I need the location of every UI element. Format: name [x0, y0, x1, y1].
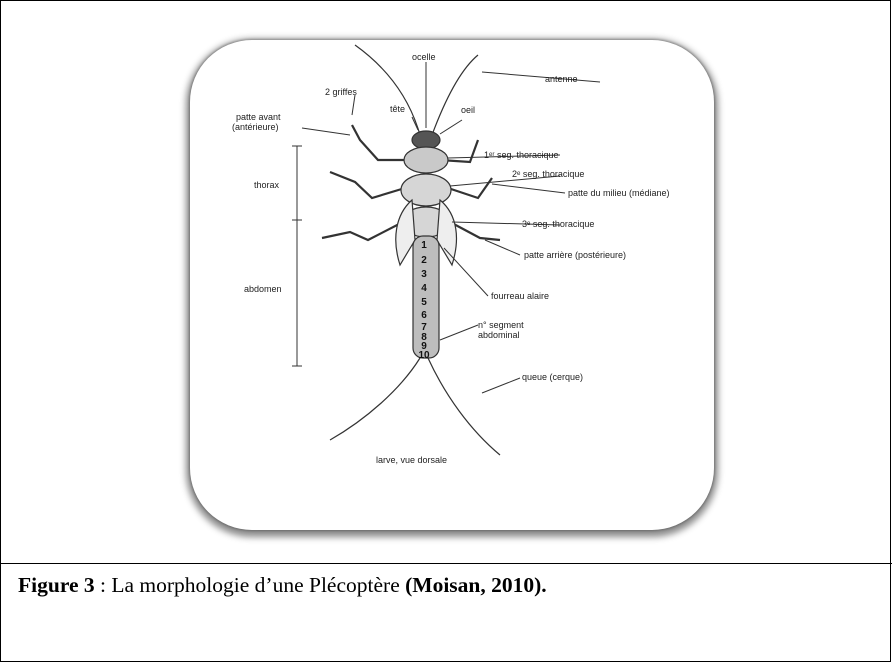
hind-leg-right — [450, 222, 500, 240]
middle-leg-right — [448, 178, 492, 198]
label-queue-cerque: queue (cerque) — [522, 372, 583, 382]
front-leg-left — [352, 125, 412, 160]
region-brackets — [292, 146, 302, 366]
head — [412, 131, 440, 149]
label-abdominal: abdominal — [478, 330, 520, 340]
label-2-griffes: 2 griffes — [325, 87, 357, 97]
label-seg3-thoracique: 3ᵉ seg. thoracique — [522, 219, 594, 229]
wing-pad-left — [396, 200, 415, 265]
hind-leg-left — [322, 222, 403, 240]
label-thorax: thorax — [254, 180, 280, 190]
label-oeil: oeil — [461, 105, 475, 115]
label-n-segment: n° segment — [478, 320, 524, 330]
label-antenne: antenne — [545, 74, 578, 84]
label-ocelle: ocelle — [412, 52, 436, 62]
segment-number-2: 2 — [421, 255, 427, 266]
caption-separator: : — [95, 573, 112, 597]
segment-number-3: 3 — [421, 269, 427, 280]
label-larve-vue-dorsale: larve, vue dorsale — [376, 455, 447, 465]
figure-caption: Figure 3 : La morphologie d’une Plécoptè… — [18, 573, 547, 598]
wing-pad-right — [437, 200, 456, 265]
label-seg2-thoracique: 2ᵉ seg. thoracique — [512, 169, 584, 179]
left-cercus — [330, 358, 420, 440]
middle-leg-left — [330, 172, 405, 198]
segment-number-6: 6 — [421, 310, 427, 321]
figure-label: Figure 3 — [18, 573, 95, 597]
label-fourreau-alaire: fourreau alaire — [491, 291, 549, 301]
thorax-segment-1 — [404, 147, 448, 173]
label-patte-avant: patte avant — [236, 112, 281, 122]
label-patte-milieu: patte du milieu (médiane) — [568, 188, 670, 198]
label-patte-avant-anterieure: (antérieure) — [232, 122, 279, 132]
plecoptera-diagram: 1 2 3 4 5 6 7 8 9 10 ocelle antenne 2 gr… — [0, 0, 892, 563]
segment-number-5: 5 — [421, 297, 427, 308]
caption-text: La morphologie d’une Plécoptère — [111, 573, 405, 597]
segment-number-1: 1 — [421, 240, 427, 251]
thorax-segment-2 — [401, 174, 451, 206]
label-tete: tête — [390, 104, 405, 114]
caption-citation: (Moisan, 2010). — [405, 573, 547, 597]
segment-number-4: 4 — [421, 283, 427, 294]
label-patte-arriere: patte arrière (postérieure) — [524, 250, 626, 260]
segment-number-10: 10 — [418, 350, 430, 361]
label-seg1-thoracique: 1ᵉʳ seg. thoracique — [484, 150, 559, 160]
label-abdomen: abdomen — [244, 284, 282, 294]
caption-divider — [0, 563, 892, 564]
left-antenna — [355, 45, 420, 135]
right-antenna — [432, 55, 478, 135]
right-cercus — [428, 358, 500, 455]
